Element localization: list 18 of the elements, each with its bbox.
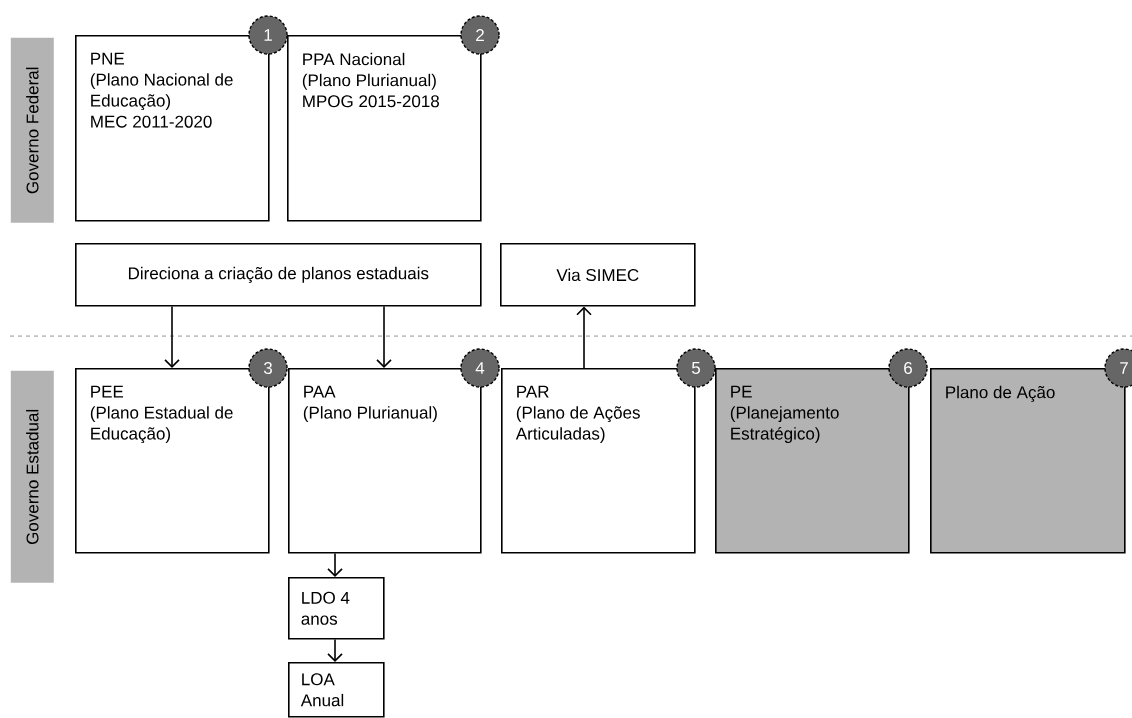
arrow bbox=[327, 552, 343, 577]
number-badge: 3 bbox=[248, 348, 288, 388]
number-badge: 6 bbox=[888, 348, 928, 388]
number-badge: 4 bbox=[460, 348, 500, 388]
number-badge: 5 bbox=[676, 348, 716, 388]
plan-box: LOA Anual bbox=[288, 662, 385, 718]
arrow bbox=[164, 305, 180, 368]
number-badge: 7 bbox=[1104, 348, 1132, 388]
note-box: Via SIMEC bbox=[500, 243, 696, 307]
plan-box: LDO 4 anos bbox=[288, 577, 385, 640]
arrow bbox=[376, 305, 392, 368]
arrow bbox=[327, 638, 343, 662]
arrow bbox=[576, 306, 592, 369]
note-box: Direciona a criação de planos estaduais bbox=[75, 243, 482, 307]
number-badge: 2 bbox=[460, 15, 500, 55]
section-band: Governo Federal bbox=[10, 37, 54, 223]
number-badge: 1 bbox=[248, 15, 288, 55]
section-band: Governo Estadual bbox=[10, 370, 54, 583]
